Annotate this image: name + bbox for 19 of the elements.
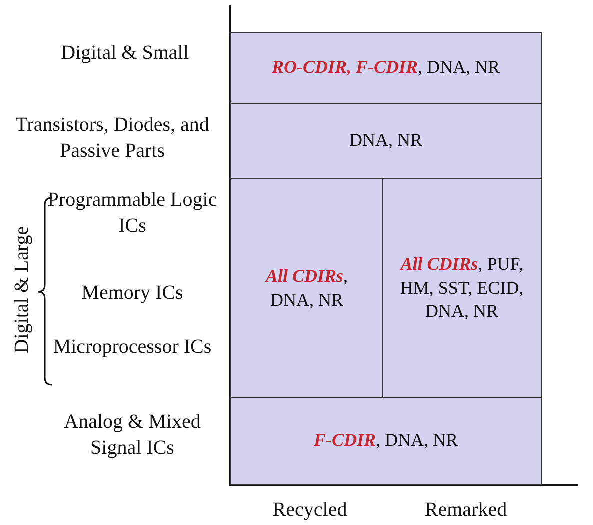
row-label: Microprocessor ICs — [52, 335, 213, 360]
table-cell — [230, 32, 542, 104]
cell-text: DNA, NR — [348, 129, 424, 152]
cell-text: RO-CDIR, F-CDIR, DNA, NR — [270, 56, 502, 80]
row-label: Transistors, Diodes, and Passive Parts — [14, 113, 210, 164]
row-label: Digital & Small — [60, 41, 190, 66]
table-cell — [230, 397, 542, 485]
cell-text: F-CDIR, DNA, NR — [312, 429, 460, 452]
column-label: Recycled — [272, 498, 348, 523]
row-label: Analog & Mixed Signal ICs — [63, 410, 202, 461]
row-label: Memory ICs — [80, 281, 184, 306]
column-label: Remarked — [424, 498, 508, 523]
cell-text: All CDIRs, DNA, NR — [264, 265, 350, 312]
table-cell — [230, 178, 384, 399]
cell-text: All CDIRs, PUF, HM, SST, ECID, DNA, NR — [398, 253, 525, 324]
table-cell — [382, 178, 542, 399]
row-label: Programmable Logic ICs — [46, 188, 218, 239]
group-label: Digital & Large — [10, 226, 34, 354]
table-cell — [230, 103, 542, 179]
